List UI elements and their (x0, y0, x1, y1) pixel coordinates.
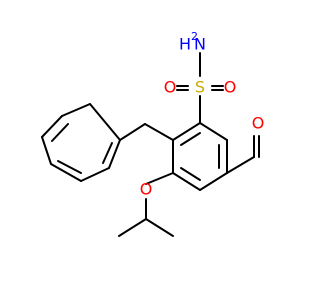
bond-core-ether (145, 172, 174, 185)
bond-c5-c6 (172, 172, 201, 191)
core-ring (172, 122, 228, 191)
bond-c1-c2 (172, 122, 201, 141)
bond-ph-inner1 (51, 123, 69, 142)
bond-isopropyl-left (118, 218, 147, 237)
bond-ph3 (41, 136, 52, 165)
phenyl-ring (41, 103, 121, 182)
nitrogen-h-label: H (179, 35, 191, 54)
benzyl-ch2 (119, 123, 174, 141)
bond-inner-a (180, 132, 201, 146)
bond-isopropyl-right (145, 218, 174, 237)
bond-c4-c5 (199, 172, 228, 191)
sulfonamide-group: N H 2 S O O (164, 30, 237, 124)
bond-ph2 (41, 115, 63, 138)
structure-canvas: N H 2 S O O O O (41, 30, 265, 237)
bond-inner-c (180, 167, 201, 181)
isopropoxy-group: O (118, 172, 174, 237)
aldehyde-oxygen-label: O (252, 114, 265, 133)
aldehyde-group: O (226, 114, 265, 174)
nitrogen-label: N (194, 35, 206, 54)
bond-ch2-core (144, 123, 174, 141)
chemical-structure: N H 2 S O O O O (41, 30, 265, 237)
bond-ph4 (50, 163, 82, 182)
ether-oxygen-label: O (140, 180, 153, 199)
bond-core-cho (226, 156, 255, 174)
sulfonyl-oxygen-left-label: O (164, 78, 177, 97)
bond-ph5 (80, 167, 110, 182)
nitrogen-h2-subscript: 2 (191, 30, 198, 43)
sulfur-label: S (195, 78, 205, 97)
bond-ph1 (61, 103, 91, 117)
bond-c2-c3 (199, 122, 228, 141)
bond-ch2-ph (119, 123, 146, 141)
sulfonyl-oxygen-right-label: O (224, 78, 237, 97)
bond-ph-inner3 (102, 142, 113, 164)
bond-ph6 (108, 139, 121, 169)
bond-ph-inner2 (57, 160, 82, 174)
bond-ph7 (89, 103, 121, 141)
